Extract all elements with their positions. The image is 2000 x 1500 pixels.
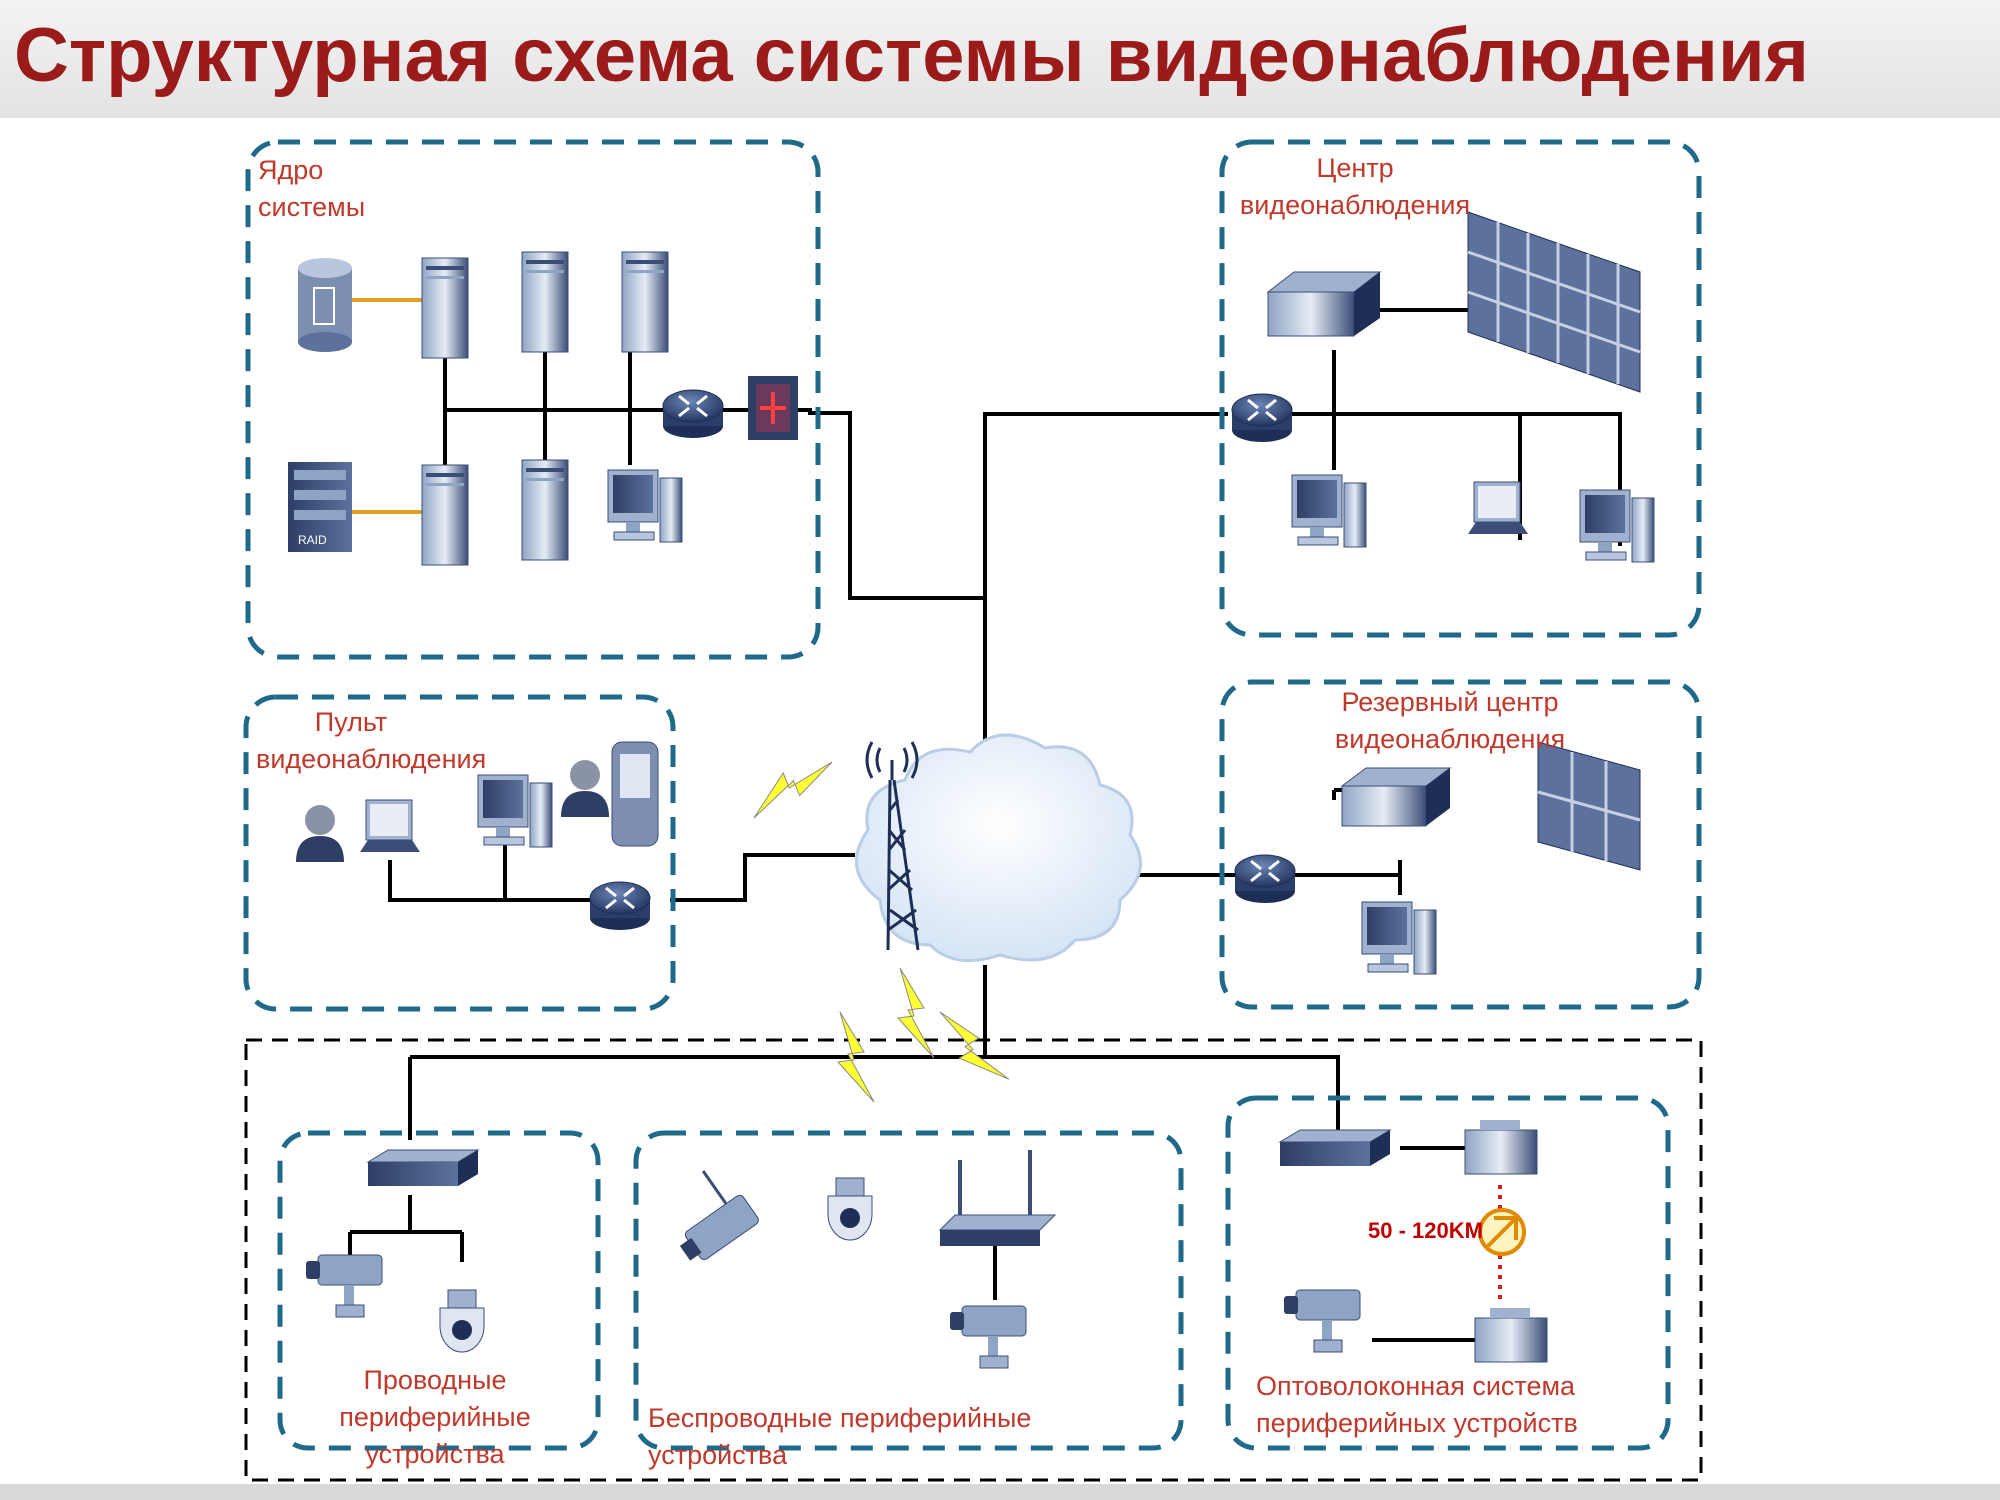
cctv-camera-icon: [949, 1305, 1027, 1369]
group-fiber-border: [1225, 1095, 1671, 1451]
storage-links: [352, 298, 422, 514]
label-fiber: Оптоволоконная система периферийных устр…: [1256, 1371, 1578, 1438]
wireless-router-icon: [938, 1150, 1057, 1246]
link-reserve-devices: [1128, 788, 1450, 895]
cctv-camera-icon: [1283, 1289, 1361, 1353]
wireless-signal-icon: [897, 967, 935, 1059]
router-icon: [661, 388, 725, 440]
link-core-backbone: [447, 408, 1228, 600]
group-center-border: [1219, 139, 1702, 638]
router-icon: [1230, 392, 1294, 444]
optical-transceiver-icon: [1464, 1120, 1538, 1175]
network-cloud-icon: [854, 733, 1142, 963]
laptop-icon: [359, 799, 421, 853]
group-wireless-border: [633, 1130, 1184, 1451]
server-icon: [421, 464, 469, 566]
operator-icon: [561, 760, 609, 817]
dome-camera-icon: [439, 1289, 485, 1353]
group-reserve-border: [1219, 679, 1702, 1010]
optical-transceiver-icon: [1474, 1308, 1548, 1363]
video-wall-icon: [1537, 741, 1641, 871]
video-wall-icon: [1467, 211, 1641, 393]
label-wired: Проводные периферийные устройства: [339, 1365, 531, 1469]
wireless-camera-icon: [679, 1170, 759, 1261]
footer-bar: [0, 1484, 2000, 1500]
computer-icon: [1291, 474, 1367, 548]
fiber-coupler-icon: [1478, 1208, 1526, 1256]
ptz-camera-icon: [827, 1177, 873, 1241]
router-icon: [1233, 853, 1297, 905]
label-core: Ядро системы: [258, 155, 366, 222]
recorder-icon: [1340, 767, 1452, 827]
computer-icon: [1579, 489, 1655, 563]
network-switch-icon: [1279, 1129, 1391, 1167]
computer-icon: [607, 469, 683, 543]
label-center: Центр видеонаблюдения: [1239, 153, 1471, 220]
svg-text:RAID: RAID: [298, 533, 327, 547]
wireless-signal-icon: [744, 759, 842, 819]
server-icon: [421, 257, 469, 359]
computer-icon: [1361, 901, 1437, 975]
label-wireless: Беспроводные периферийные устройства: [648, 1403, 1032, 1470]
link-center-devices: [1270, 308, 1622, 546]
group-wired-border: [277, 1130, 601, 1451]
recorder-icon: [1266, 271, 1382, 337]
operator-icon: [296, 805, 344, 862]
link-console-devices: [388, 840, 855, 902]
label-reserve: Резервный центр видеонаблюдения: [1334, 687, 1566, 754]
network-switch-icon: [367, 1149, 479, 1187]
link-wireless-fiber: [993, 1146, 1480, 1342]
link-wired-devices: [348, 1195, 464, 1262]
group-core-border: [245, 139, 821, 660]
group-console-border: [243, 694, 676, 1012]
fiber-distance-label: 50 - 120KM: [1368, 1218, 1483, 1243]
wireless-signal-icon: [937, 997, 1010, 1095]
computer-icon: [477, 774, 553, 848]
router-icon: [588, 880, 652, 932]
raid-storage-icon: RAID: [288, 462, 352, 552]
database-icon: [298, 258, 352, 352]
radio-tower-icon: [865, 741, 920, 951]
server-icon: [621, 251, 669, 353]
link-peripheral-bus: [408, 965, 1340, 1140]
cctv-camera-icon: [305, 1254, 383, 1318]
header-bar: Структурная схема системы видеонаблюдени…: [0, 0, 2000, 118]
peripheral-area-border: [244, 1038, 1703, 1482]
server-icon: [521, 251, 569, 353]
firewall-icon: [748, 376, 798, 440]
server-icon: [521, 459, 569, 561]
page-title: Структурная схема системы видеонаблюдени…: [14, 13, 1810, 98]
label-console: Пульт видеонаблюдения: [256, 707, 487, 774]
network-links: [348, 308, 1622, 1342]
laptop-icon: [1467, 481, 1529, 535]
mobile-phone-icon: [611, 741, 659, 847]
link-core-servers: [443, 352, 632, 465]
